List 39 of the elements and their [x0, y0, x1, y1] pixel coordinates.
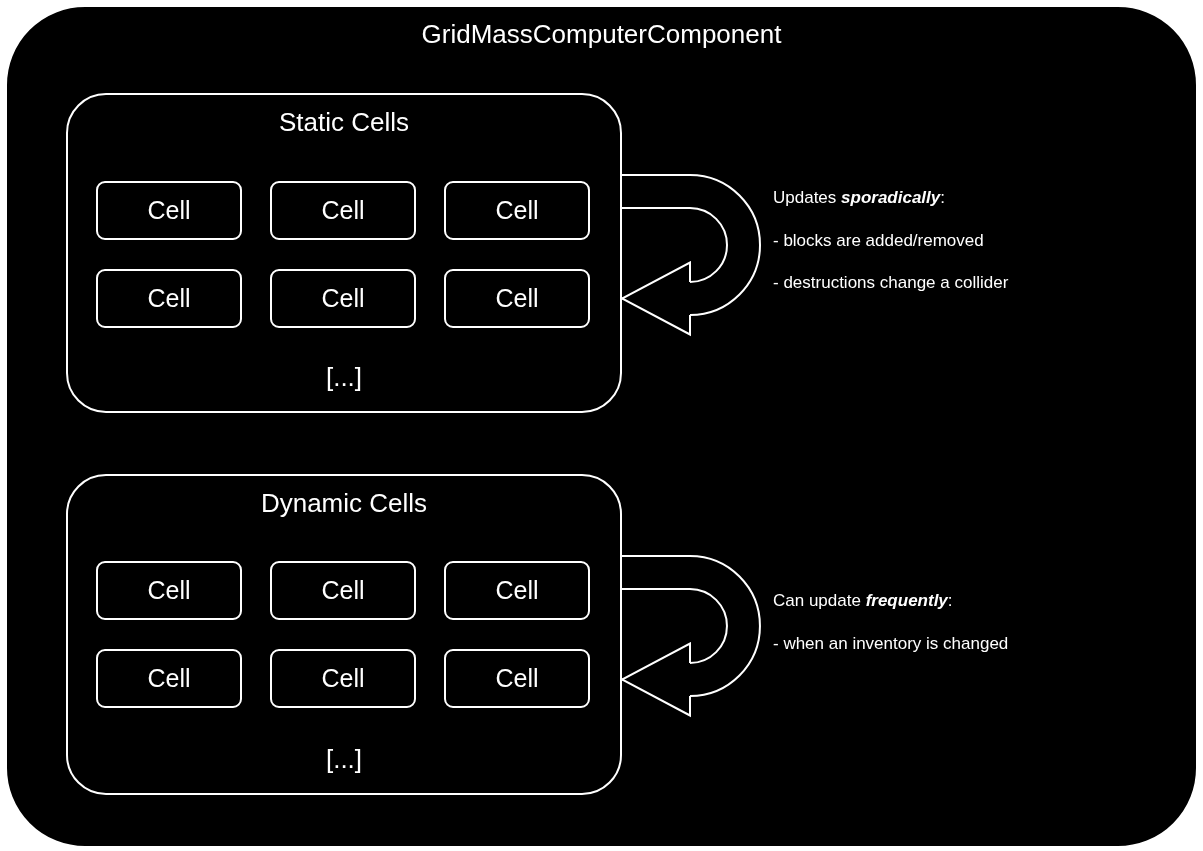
cell-box — [96, 181, 242, 240]
container-title: GridMassComputerComponent — [420, 19, 783, 50]
note-text: - destructions change a collider — [773, 273, 1009, 293]
cell-label: Cell — [494, 284, 540, 313]
cell-label: Cell — [146, 196, 192, 225]
cell-box — [96, 561, 242, 620]
group-container — [66, 474, 622, 795]
note-text: - when an inventory is changed — [773, 634, 1009, 654]
note-heading: Can update frequently: — [773, 591, 953, 611]
note-heading: Updates sporadically: — [773, 188, 945, 208]
container-title: Dynamic Cells — [259, 488, 429, 519]
cell-label: Cell — [146, 284, 192, 313]
cell-label: Cell — [494, 576, 540, 605]
cell-label: Cell — [320, 576, 366, 605]
cell-box — [270, 269, 416, 328]
cell-box — [444, 649, 590, 708]
cell-box — [444, 561, 590, 620]
ellipsis-text: [...] — [324, 744, 364, 775]
loop-arrow — [621, 174, 761, 336]
cell-box — [270, 181, 416, 240]
cell-label: Cell — [146, 664, 192, 693]
note-text: - blocks are added/removed — [773, 231, 984, 251]
ellipsis-text: [...] — [324, 362, 364, 393]
cell-box — [96, 649, 242, 708]
component-container — [5, 5, 1198, 848]
cell-box — [96, 269, 242, 328]
cell-label: Cell — [320, 196, 366, 225]
cell-box — [270, 561, 416, 620]
cell-label: Cell — [146, 576, 192, 605]
cell-box — [270, 649, 416, 708]
cell-box — [444, 269, 590, 328]
loop-arrow — [621, 555, 761, 717]
cell-label: Cell — [320, 284, 366, 313]
cell-box — [444, 181, 590, 240]
container-title: Static Cells — [277, 107, 410, 138]
group-container — [66, 93, 622, 413]
cell-label: Cell — [494, 664, 540, 693]
cell-label: Cell — [320, 664, 366, 693]
cell-label: Cell — [494, 196, 540, 225]
